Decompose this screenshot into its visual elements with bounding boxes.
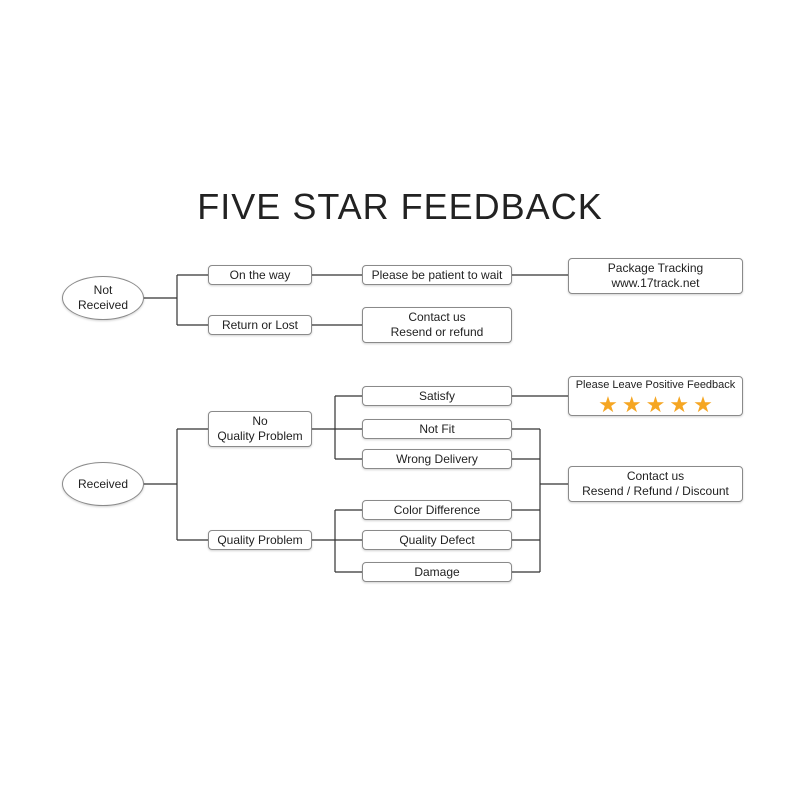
- node-quality-problem: Quality Problem: [208, 530, 312, 550]
- node-no-quality-problem: No Quality Problem: [208, 411, 312, 447]
- node-contact-resend-refund: Contact us Resend or refund: [362, 307, 512, 343]
- node-on-the-way-label: On the way: [229, 267, 291, 282]
- star-icon: ★: [693, 391, 713, 417]
- node-be-patient: Please be patient to wait: [362, 265, 512, 285]
- node-received: Received: [62, 462, 144, 506]
- connector-quality: [312, 509, 362, 573]
- star-icon: ★: [669, 391, 690, 417]
- node-satisfy-label: Satisfy: [418, 388, 455, 403]
- node-contact-resend-refund-line1: Contact us: [408, 310, 466, 324]
- node-contact-resend-refund-discount: Contact us Resend / Refund / Discount: [568, 466, 743, 502]
- node-no-quality-problem-line1: No: [252, 414, 268, 428]
- node-not-fit: Not Fit: [362, 419, 512, 439]
- connector-no-quality: [312, 395, 362, 460]
- node-wrong-delivery-label: Wrong Delivery: [396, 451, 478, 466]
- node-not-received-line2: Received: [77, 298, 129, 312]
- node-no-quality-problem-line2: Quality Problem: [217, 429, 303, 443]
- connector-received: [143, 428, 208, 541]
- node-not-received-line1: Not: [93, 283, 113, 297]
- node-be-patient-label: Please be patient to wait: [371, 267, 503, 282]
- node-quality-defect-label: Quality Defect: [399, 532, 475, 547]
- node-quality-defect: Quality Defect: [362, 530, 512, 550]
- node-contact-resend-refund-line2: Resend or refund: [390, 325, 484, 339]
- node-not-fit-label: Not Fit: [419, 421, 455, 436]
- connector-collector: [512, 428, 568, 573]
- node-color-difference: Color Difference: [362, 500, 512, 520]
- node-satisfy: Satisfy: [362, 386, 512, 406]
- page-title: FIVE STAR FEEDBACK: [197, 186, 603, 227]
- star-icon: ★: [598, 391, 618, 417]
- node-contact-discount-line2: Resend / Refund / Discount: [582, 484, 729, 498]
- node-quality-problem-label: Quality Problem: [217, 532, 303, 547]
- node-not-received: Not Received: [62, 276, 144, 320]
- connector-not-received: [143, 274, 208, 326]
- node-color-difference-label: Color Difference: [393, 502, 481, 517]
- node-package-tracking-line2: www.17track.net: [611, 276, 700, 290]
- node-return-or-lost: Return or Lost: [208, 315, 312, 335]
- node-positive-feedback: Please Leave Positive Feedback ★★★★★: [568, 376, 743, 416]
- node-return-or-lost-label: Return or Lost: [221, 317, 299, 332]
- node-on-the-way: On the way: [208, 265, 312, 285]
- node-positive-feedback-label: Please Leave Positive Feedback: [575, 378, 736, 391]
- rating-stars: ★★★★★: [598, 391, 713, 417]
- node-received-label: Received: [77, 476, 129, 491]
- node-contact-discount-line1: Contact us: [626, 469, 685, 483]
- node-damage: Damage: [362, 562, 512, 582]
- star-icon: ★: [645, 391, 666, 417]
- node-damage-label: Damage: [414, 564, 460, 579]
- node-package-tracking: Package Tracking www.17track.net: [568, 258, 743, 294]
- node-package-tracking-line1: Package Tracking: [607, 261, 704, 275]
- star-icon: ★: [621, 391, 642, 417]
- node-wrong-delivery: Wrong Delivery: [362, 449, 512, 469]
